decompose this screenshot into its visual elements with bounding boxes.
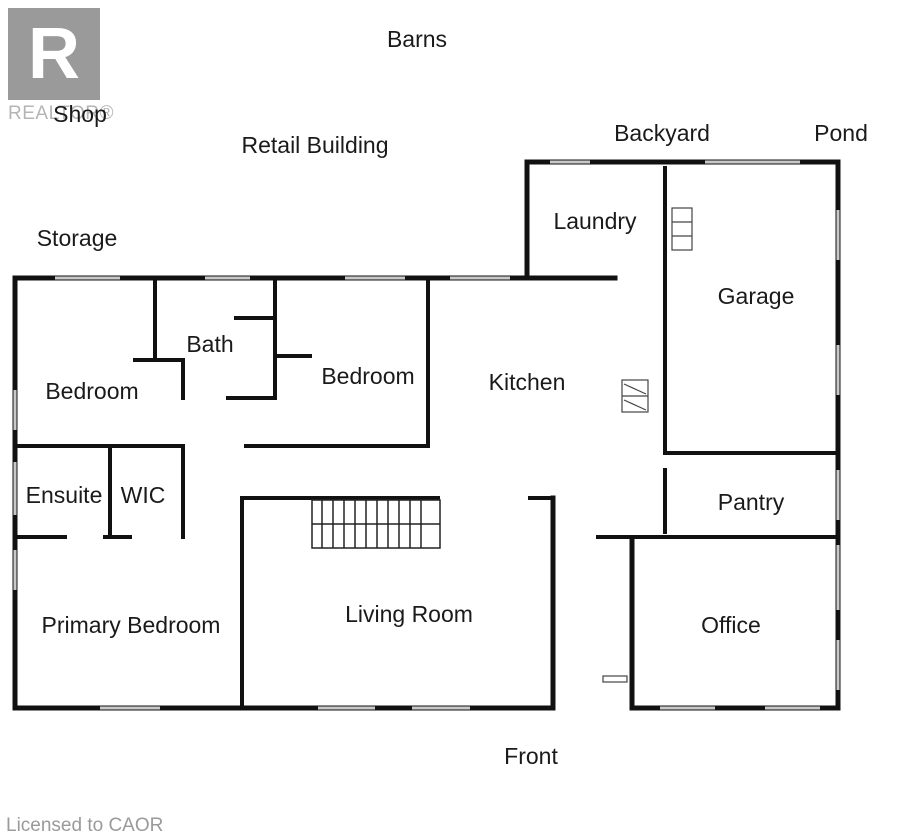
fixtures (602, 207, 693, 683)
room-bath: Bath (186, 331, 234, 357)
label-retail-building: Retail Building (241, 132, 389, 158)
label-pond: Pond (814, 120, 868, 146)
room-bedroom-left: Bedroom (45, 378, 139, 404)
room-laundry: Laundry (553, 208, 637, 234)
logo-text: REALTOR® (8, 103, 114, 124)
staircase (311, 499, 441, 549)
label-barns: Barns (386, 26, 448, 52)
label-backyard: Backyard (614, 120, 710, 146)
windows (13, 160, 840, 710)
label-storage: Storage (36, 225, 118, 251)
label-shop: Shop (53, 101, 107, 127)
license-text: Licensed to CAOR (6, 815, 164, 836)
logo-square (8, 8, 100, 100)
room-primary-bedroom: Primary Bedroom (41, 612, 221, 638)
room-bedroom-center: Bedroom (321, 363, 415, 389)
room-wic: WIC (120, 482, 166, 508)
logo-letter: R (28, 14, 80, 94)
realtor-logo: R (8, 8, 100, 100)
interior-walls (16, 166, 840, 707)
label-front: Front (504, 743, 558, 769)
room-pantry: Pantry (717, 489, 785, 515)
room-garage: Garage (717, 283, 795, 309)
room-office: Office (701, 612, 761, 638)
room-ensuite: Ensuite (25, 482, 103, 508)
room-living-room: Living Room (345, 601, 473, 627)
room-kitchen: Kitchen (488, 369, 566, 395)
